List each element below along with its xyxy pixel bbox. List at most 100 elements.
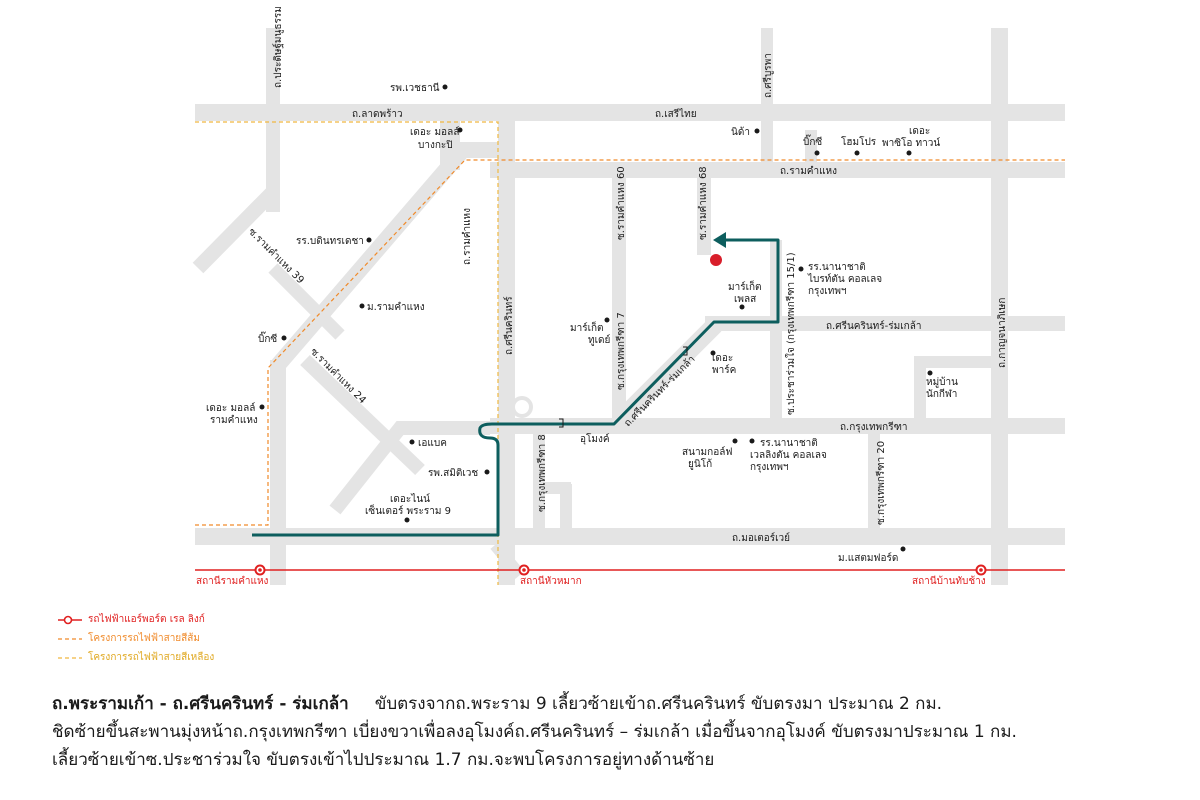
label-srinakarin-romklao: ถ.ศรีนครินทร์-ร่มเกล้า <box>826 320 921 332</box>
road-soi-ram-24 <box>300 354 425 476</box>
road-roundabout <box>511 396 533 418</box>
place-tunnel: อุโมงค์ <box>580 432 610 445</box>
road-srinakarin-romklao <box>705 316 1065 331</box>
road-soi-ram-68 <box>697 175 711 255</box>
place-market-tudae-2: ทูเดย์ <box>588 334 610 346</box>
route-arrow-icon <box>713 232 726 248</box>
place-market-tudae-1: มาร์เก็ต <box>570 320 604 334</box>
road-diagonals <box>192 142 722 579</box>
place-the-park-2: พาร์ค <box>712 364 736 376</box>
route-step-1: ขับตรงจากถ.พระราม 9 เลี้ยวซ้ายเข้าถ.ศรีน… <box>374 694 943 714</box>
route-title: ถ.พระรามเก้า - ถ.ศรีนครินทร์ - ร่มเกล้า <box>52 694 349 714</box>
road-ram-39-link <box>268 263 345 340</box>
road-sri-burapha <box>761 28 773 162</box>
place-nida: นิด้า <box>731 126 750 138</box>
orange-line <box>195 159 1065 526</box>
road-bigc-spur <box>805 130 817 162</box>
road-ram-left-v <box>270 360 286 585</box>
road-soi-ram-60 <box>612 175 626 425</box>
road-soi-kt20 <box>868 430 880 530</box>
road-seri-thai <box>195 104 1065 121</box>
road-ramkhamhaeng-diag <box>271 142 498 371</box>
place-homepro: โฮมโปร <box>841 135 877 148</box>
place-market-place-1: มาร์เก็ต <box>728 279 762 293</box>
route-path <box>252 238 780 537</box>
legend-yellow-line-label: โครงการรถไฟฟ้าสายสีเหลือง <box>88 652 215 663</box>
place-wellington-1: รร.นานาชาติ <box>760 438 818 449</box>
road-soi-kt8-branch <box>560 484 572 530</box>
label-soi-pracha: ซ.ประชาร่วมใจ (กรุงเทพกรีฑา 15/1) <box>785 252 797 415</box>
road-kanchanapisek <box>991 28 1008 585</box>
route-description-line-1: ถ.พระรามเก้า - ถ.ศรีนครินทร์ - ร่มเกล้า ข… <box>52 690 1172 718</box>
place-the-park-1: เดอะ <box>712 353 733 364</box>
place-mall-bangkapi-2: บางกะปิ <box>418 140 453 151</box>
label-kanchanapisek: ถ.กาญจนาภิเษก <box>997 298 1008 368</box>
yellow-line <box>195 121 499 585</box>
place-abac: เอแบค <box>418 438 447 449</box>
legend-airport-link-swatch <box>58 615 82 624</box>
place-stamford: ม.แสตมฟอร์ด <box>838 552 898 564</box>
place-moo-baan-2: นักกีฬา <box>926 388 957 400</box>
label-soi-kt8: ซ.กรุงเทพกรีฑา 8 <box>536 434 548 512</box>
station-ramkhamhaeng: สถานีรามคำแหง <box>196 575 269 587</box>
label-srinakarin-romklao-diag: ถ.ศรีนครินทร์-ร่มเกล้า <box>622 353 698 429</box>
place-nine-2: เซ็นเตอร์ พระราม 9 <box>365 503 451 517</box>
project-location-marker <box>710 254 722 266</box>
station-hua-mak: สถานีหัวหมาก <box>520 575 582 587</box>
place-vejthani: รพ.เวชธานี <box>390 82 440 94</box>
road-moo-baan-v <box>914 356 926 420</box>
legend-yellow-line: โครงการรถไฟฟ้าสายสีเหลือง <box>58 648 214 667</box>
legend-orange-line-swatch <box>58 637 82 640</box>
tunnel-bracket-left <box>559 418 564 428</box>
label-pracha-uthit: ถ.ประดิษฐ์มนูธรรม <box>272 6 284 88</box>
label-ramkhamhaeng: ถ.รามคำแหง <box>780 166 837 177</box>
label-krungthep-kreetha: ถ.กรุงเทพกรีฑา <box>840 421 908 433</box>
place-mall-ram-1: เดอะ มอลล์ <box>206 402 255 414</box>
label-motorway: ถ.มอเตอร์เวย์ <box>732 532 790 544</box>
road-srinakarin-romklao-diag <box>613 318 722 427</box>
label-srinakarin: ถ.ศรีนครินทร์ <box>503 296 515 355</box>
label-lat-phrao: ถ.ลาดพร้าว <box>352 108 403 120</box>
place-paseo-1: เดอะ <box>909 126 930 137</box>
place-bigc-left: บิ๊กซี <box>258 331 277 345</box>
road-soi-kt8-link <box>533 482 571 494</box>
place-unico-2: ยูนิโก้ <box>688 457 712 470</box>
station-ban-thap-chang: สถานีบ้านทับช้าง <box>912 575 986 587</box>
place-bristol-1: รร.นานาชาติ <box>808 262 866 273</box>
road-soi-ram-39 <box>192 186 279 274</box>
place-bristol-2: ไบรท์ตัน คอลเลจ <box>807 273 882 285</box>
place-market-place-2: เพลส <box>734 294 756 305</box>
road-soi-pracha <box>770 240 782 426</box>
map-legend: รถไฟฟ้าแอร์พอร์ต เรล ลิงก์ โครงการรถไฟฟ้… <box>58 610 214 667</box>
legend-airport-link: รถไฟฟ้าแอร์พอร์ต เรล ลิงก์ <box>58 610 214 629</box>
road-motorway <box>195 528 1065 545</box>
road-ramkhamhaeng <box>490 162 1065 178</box>
legend-yellow-line-swatch <box>58 656 82 659</box>
label-soi-kt20: ซ.กรุงเทพกรีฑา 20 <box>875 441 887 525</box>
legend-orange-line: โครงการรถไฟฟ้าสายสีส้ม <box>58 629 214 648</box>
place-wellington-2: เวลลิงตัน คอลเลจ <box>750 450 827 461</box>
legend-airport-link-label: รถไฟฟ้าแอร์พอร์ต เรล ลิงก์ <box>88 614 205 625</box>
place-wellington-3: กรุงเทพฯ <box>750 462 789 473</box>
place-moo-baan-1: หมู่บ้าน <box>926 376 958 388</box>
road-soi-kt8 <box>533 430 545 530</box>
road-abac-loop <box>329 421 490 515</box>
label-soi-kt7: ซ.กรุงเทพกรีฑา 7 <box>615 312 627 390</box>
label-soi-ram-60: ซ.รามคำแหง 60 <box>616 166 627 240</box>
road-srinakarin <box>498 121 515 585</box>
road-pracha-uthit <box>266 28 280 212</box>
road-moo-baan-h <box>914 356 991 368</box>
label-seri-thai: ถ.เสรีไทย <box>655 108 697 120</box>
place-bristol-3: กรุงเทพฯ <box>808 286 847 297</box>
place-mall-bangkapi-1: เดอะ มอลล์ <box>410 126 459 138</box>
label-sri-burapha: ถ.ศรีบูรพา <box>762 53 774 98</box>
label-ramkhamhaeng-v: ถ.รามคำแหง <box>462 208 473 265</box>
tunnel-bracket-right <box>683 346 688 356</box>
place-bigc-top: บิ๊กซี <box>803 134 822 148</box>
place-bodindecha: รร.บดินทรเดชา <box>296 236 364 247</box>
place-paseo-2: พาซิโอ ทาวน์ <box>882 136 940 149</box>
route-description-line-3: เลี้ยวซ้ายเข้าซ.ประชาร่วมใจ ขับตรงเข้าไป… <box>52 750 715 770</box>
place-nine-1: เดอะไนน์ <box>390 493 430 505</box>
road-network <box>195 28 1065 585</box>
